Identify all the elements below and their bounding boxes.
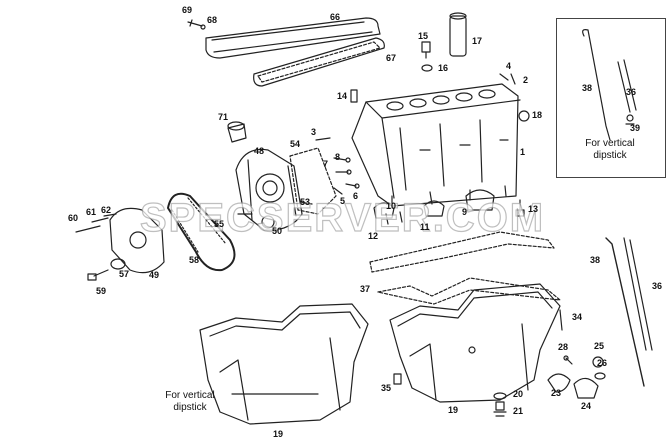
callout-28: 28 bbox=[558, 342, 569, 352]
bolt-59 bbox=[87, 269, 109, 281]
plug-15 bbox=[421, 41, 431, 59]
ring-18 bbox=[518, 110, 530, 122]
callout-6: 6 bbox=[353, 191, 359, 201]
inset-caption-line1: For vertical bbox=[585, 138, 635, 149]
callout-9: 9 bbox=[462, 207, 468, 217]
bearing-caps bbox=[373, 189, 495, 225]
engine-block bbox=[351, 83, 521, 207]
timing-gasket bbox=[289, 147, 337, 215]
callout-59: 59 bbox=[96, 286, 107, 296]
callout-50: 50 bbox=[272, 226, 283, 236]
callout-34: 34 bbox=[572, 312, 583, 322]
callout-10: 10 bbox=[386, 201, 397, 211]
callout-61: 61 bbox=[86, 207, 97, 217]
callout-35: 35 bbox=[381, 383, 392, 393]
callout-11: 11 bbox=[420, 222, 430, 232]
callout-38-inset: 38 bbox=[582, 83, 593, 93]
callout-3: 3 bbox=[311, 127, 317, 137]
callout-1: 1 bbox=[520, 147, 526, 157]
screw-69 bbox=[187, 19, 206, 30]
callout-12: 12 bbox=[368, 231, 379, 241]
callout-60: 60 bbox=[68, 213, 79, 223]
callout-4: 4 bbox=[506, 61, 512, 71]
callout-16: 16 bbox=[438, 63, 449, 73]
front-cover bbox=[109, 207, 165, 274]
callout-58: 58 bbox=[189, 255, 200, 265]
bottom-caption: For vertical dipstick bbox=[150, 390, 230, 414]
callout-68: 68 bbox=[207, 15, 218, 25]
callout-14: 14 bbox=[337, 91, 348, 101]
bolts-60-62 bbox=[75, 213, 117, 233]
callout-13: 13 bbox=[528, 204, 539, 214]
callout-19-right: 19 bbox=[448, 405, 459, 415]
dipstick-tube-34 bbox=[559, 309, 563, 331]
callout-5: 5 bbox=[340, 196, 346, 206]
inset-dipstick-38 bbox=[582, 29, 611, 141]
callout-57: 57 bbox=[119, 269, 130, 279]
valve-cover bbox=[205, 17, 381, 59]
drain-plug bbox=[493, 392, 507, 417]
callout-71: 71 bbox=[218, 112, 229, 122]
callout-19-left: 19 bbox=[273, 429, 284, 439]
plug-16 bbox=[421, 64, 433, 72]
watermark-text: SPECSERVER.COM bbox=[139, 195, 546, 240]
pin-3 bbox=[315, 137, 331, 141]
callout-20: 20 bbox=[513, 389, 524, 399]
oil-pump-parts bbox=[547, 355, 606, 399]
callout-66: 66 bbox=[330, 12, 341, 22]
inset-caption-line2: dipstick bbox=[593, 150, 627, 161]
callout-26: 26 bbox=[597, 358, 608, 368]
callout-39: 39 bbox=[630, 123, 641, 133]
callout-54: 54 bbox=[290, 139, 301, 149]
callout-18: 18 bbox=[532, 110, 543, 120]
callout-36: 36 bbox=[652, 281, 663, 291]
callout-37: 37 bbox=[360, 284, 371, 294]
callout-23: 23 bbox=[551, 388, 562, 398]
callout-62: 62 bbox=[101, 205, 112, 215]
inset-caption: For vertical dipstick bbox=[568, 138, 652, 162]
bolts-5-8 bbox=[333, 157, 360, 195]
oil-pan-left bbox=[199, 303, 369, 425]
timing-chain bbox=[167, 192, 236, 272]
dowel-2-4 bbox=[499, 73, 516, 85]
callout-25: 25 bbox=[594, 341, 605, 351]
oil-filler-cap bbox=[227, 121, 247, 143]
timing-cover bbox=[235, 148, 303, 231]
pan-gasket bbox=[369, 231, 561, 305]
seal-57 bbox=[110, 258, 126, 270]
plug-35 bbox=[393, 373, 402, 385]
callout-7: 7 bbox=[323, 159, 329, 169]
callout-24: 24 bbox=[581, 401, 592, 411]
callout-15: 15 bbox=[418, 31, 429, 41]
callout-53: 53 bbox=[300, 197, 311, 207]
inset-box bbox=[556, 18, 666, 178]
callout-67: 67 bbox=[386, 53, 397, 63]
oil-pan-right bbox=[389, 283, 561, 403]
parts-50-55 bbox=[237, 201, 313, 229]
bottom-caption-line1: For vertical bbox=[165, 390, 215, 401]
dipstick-38 bbox=[605, 237, 645, 387]
callout-38: 38 bbox=[590, 255, 601, 265]
pin-14 bbox=[350, 89, 358, 103]
valve-cover-gasket bbox=[253, 37, 385, 87]
callout-69: 69 bbox=[182, 5, 193, 15]
cylinder-liner bbox=[449, 12, 467, 57]
callout-48: 48 bbox=[254, 146, 265, 156]
callout-8: 8 bbox=[335, 152, 341, 162]
callout-49: 49 bbox=[149, 270, 160, 280]
bottom-caption-line2: dipstick bbox=[173, 402, 207, 413]
callout-2: 2 bbox=[523, 75, 529, 85]
bolt-13 bbox=[515, 199, 525, 217]
callout-36-inset: 36 bbox=[626, 87, 637, 97]
callout-17: 17 bbox=[472, 36, 483, 46]
inset-tube-36 bbox=[617, 59, 637, 125]
callout-21: 21 bbox=[513, 406, 524, 416]
callout-55: 55 bbox=[214, 219, 225, 229]
dipstick-tube-36 bbox=[623, 237, 653, 351]
